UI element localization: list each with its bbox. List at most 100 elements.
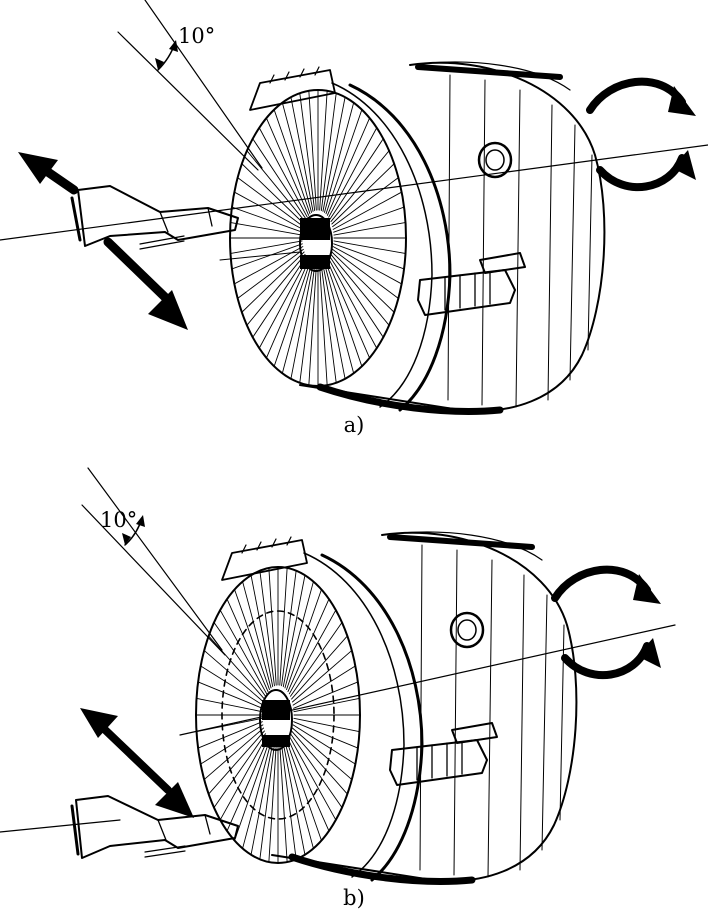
face-radial-line <box>274 261 311 366</box>
face-radial-line <box>333 240 405 254</box>
face-radial-line <box>234 192 304 230</box>
face-radial-line <box>242 251 305 312</box>
face-radial-line <box>332 192 402 230</box>
face-radial-line <box>252 256 307 337</box>
face-radial-line <box>329 139 384 220</box>
spindle-axis-line-b-left <box>0 819 121 833</box>
face-radial-line <box>220 735 268 820</box>
angle-label-a: 10° <box>178 24 215 48</box>
face-radial-line <box>291 636 348 700</box>
face-radial-line <box>227 738 269 831</box>
face-radial-line <box>214 733 266 808</box>
face-radial-line <box>227 599 269 692</box>
face-radial-line <box>214 622 266 697</box>
face-radial-line <box>281 743 297 859</box>
face-radial-line <box>282 263 312 373</box>
face-radial-line <box>325 261 362 366</box>
face-radial-line <box>259 571 275 687</box>
face-radial-line <box>279 568 288 686</box>
face-radial-line <box>250 742 274 855</box>
rotation-arrow-b <box>555 570 661 675</box>
face-radial-line <box>308 265 317 385</box>
angle-line-b-1 <box>87 467 223 651</box>
face-radial-line <box>282 742 306 855</box>
face-disc-a <box>229 89 407 387</box>
face-radial-line <box>291 727 352 780</box>
face-radial-line <box>259 743 275 859</box>
face-radial-line <box>284 741 314 848</box>
face-radial-line <box>286 739 322 840</box>
figure-a: 10° a) <box>0 0 708 437</box>
face-radial-line <box>333 243 404 270</box>
face-radial-line <box>332 177 398 228</box>
face-radial-line <box>333 222 405 236</box>
face-disc-b <box>195 566 361 864</box>
cutting-tool-b <box>70 795 239 859</box>
face-radial-line <box>322 97 346 212</box>
face-radial-line <box>322 264 346 379</box>
face-radial-line <box>324 263 354 373</box>
face-radial-line <box>290 622 342 697</box>
face-radial-line <box>242 164 305 225</box>
face-radial-line <box>259 128 308 218</box>
face-radial-line <box>197 717 263 732</box>
face-radial-line <box>290 264 314 379</box>
face-radial-line <box>329 256 384 337</box>
face-radial-line <box>204 727 265 780</box>
face-radial-line <box>293 698 359 713</box>
face-radial-line <box>204 650 265 703</box>
face-radial-line <box>268 744 277 862</box>
face-radial-line <box>288 735 336 820</box>
face-radial-line <box>290 97 314 212</box>
face-radial-line <box>197 698 263 713</box>
face-radial-line <box>238 177 304 228</box>
face-radial-line <box>201 665 264 706</box>
face-radial-line <box>242 741 272 848</box>
face-radial-line <box>232 206 303 233</box>
face-radial-line <box>234 246 304 284</box>
face-radial-line <box>290 733 342 808</box>
face-radial-line <box>252 139 307 220</box>
rotation-arrow-a <box>590 82 696 187</box>
face-radial-line <box>198 681 263 709</box>
face-radial-line <box>281 571 297 687</box>
face-radial-line <box>247 151 306 222</box>
face-radial-line <box>324 103 354 213</box>
face-radial-line <box>293 717 359 732</box>
face-radial-line <box>292 724 355 765</box>
face-radial-line <box>333 206 404 233</box>
face-radial-line <box>234 739 270 840</box>
face-radial-line <box>279 744 288 862</box>
feed-arrow-a <box>18 152 188 330</box>
figure-b: 10° b) <box>0 467 676 910</box>
face-radial-line <box>330 151 389 222</box>
face-radial-line <box>198 721 263 749</box>
face-radial-line <box>286 590 322 691</box>
caption-b: b) <box>343 886 365 910</box>
cutting-tool-a <box>70 185 301 261</box>
face-radial-line <box>274 110 311 215</box>
face-radial-line <box>208 636 265 700</box>
face-radial-line <box>242 582 272 689</box>
face-radial-line <box>326 260 370 358</box>
angle-line-b-2 <box>81 504 226 656</box>
face-radial-line <box>284 582 314 689</box>
face-radial-line <box>268 568 277 686</box>
face-radial-line <box>287 738 329 831</box>
angle-label-b: 10° <box>100 508 137 532</box>
face-radial-line <box>299 93 316 212</box>
face-radial-line <box>266 118 310 216</box>
face-radial-line <box>282 103 312 213</box>
face-radial-line <box>331 251 394 312</box>
caption-a: a) <box>344 413 365 437</box>
face-radial-line <box>328 258 377 348</box>
face-radial-line <box>238 248 304 299</box>
face-radial-line <box>291 650 352 703</box>
face-radial-line <box>328 128 377 218</box>
face-radial-line <box>231 222 303 236</box>
face-radial-line <box>332 246 402 284</box>
face-radial-line <box>291 730 348 794</box>
face-radial-line <box>288 610 336 695</box>
face-radial-line <box>299 264 316 383</box>
